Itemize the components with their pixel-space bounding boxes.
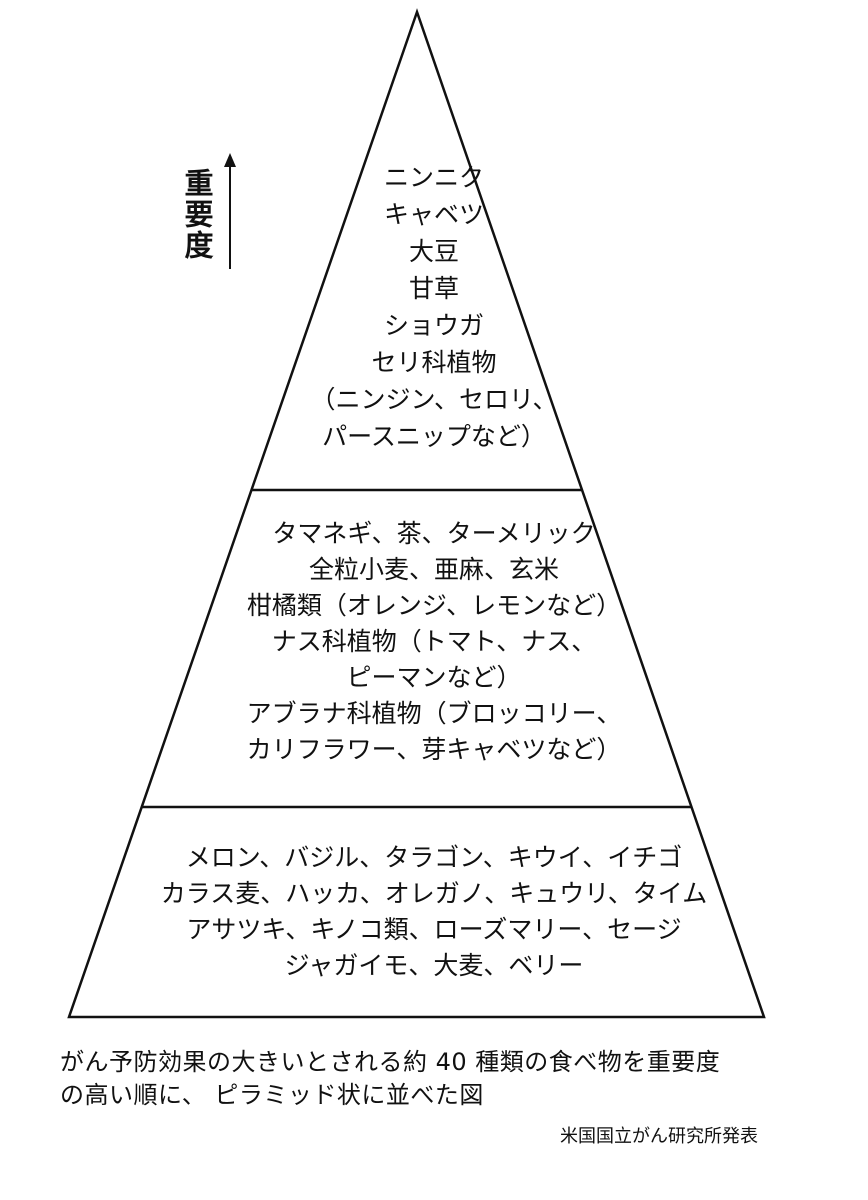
caption-line: がん予防効果の大きいとされる約 40 種類の食べ物を重要度: [60, 1048, 721, 1076]
tier-item: キャベツ: [383, 200, 484, 229]
pyramid-outline: [67, 8, 766, 1019]
tier-bottom: メロン、バジル、タラゴン、キウイ、イチゴ カラス麦、ハッカ、オレガノ、キュウリ、…: [0, 845, 868, 989]
tier-item: 柑橘類（オレンジ、レモンなど）: [246, 591, 622, 620]
tier-item: セリ科植物: [371, 348, 497, 377]
tier-item: 大豆: [408, 237, 459, 266]
tier-middle: タマネギ、茶、ターメリック 全粒小麦、亜麻、玄米 柑橘類（オレンジ、レモンなど）…: [0, 521, 868, 773]
tier-item: メロン、バジル、タラゴン、キウイ、イチゴ: [185, 843, 683, 872]
tier-item: カラス麦、ハッカ、オレガノ、キュウリ、タイム: [160, 879, 708, 908]
tier-item: ショウガ: [383, 311, 484, 340]
tier-item: ジャガイモ、大麦、ベリー: [284, 951, 584, 980]
tier-item: （ニンジン、セロリ、: [310, 385, 558, 414]
tier-item: アブラナ科植物（ブロッコリー、: [246, 699, 622, 728]
tier-item: 甘草: [408, 274, 459, 303]
tier-item: ニンニク: [383, 163, 484, 192]
tier-item: 全粒小麦、亜麻、玄米: [308, 555, 559, 584]
tier-item: パースニップなど）: [322, 422, 546, 451]
tier-item: アサツキ、キノコ類、ローズマリー、セージ: [186, 915, 682, 944]
source-credit: 米国国立がん研究所発表: [560, 1126, 758, 1147]
pyramid-diagram: [67, 8, 766, 1019]
tier-top: ニンニク キャベツ 大豆 甘草 ショウガ セリ科植物 （ニンジン、セロリ、 パー…: [0, 165, 868, 461]
tier-item: ピーマンなど）: [346, 663, 522, 692]
importance-axis-label: 重要度: [180, 168, 214, 261]
up-arrow-icon: [224, 153, 236, 269]
tier-item: ナス科植物（トマト、ナス、: [271, 627, 597, 656]
figure-caption: がん予防効果の大きいとされる約 40 種類の食べ物を重要度 の高い順に、 ピラミ…: [60, 1046, 850, 1112]
tier-item: カリフラワー、芽キャベツなど）: [246, 735, 622, 764]
tier-item: タマネギ、茶、ターメリック: [272, 519, 596, 548]
caption-line: の高い順に、 ピラミッド状に並べた図: [60, 1081, 484, 1109]
